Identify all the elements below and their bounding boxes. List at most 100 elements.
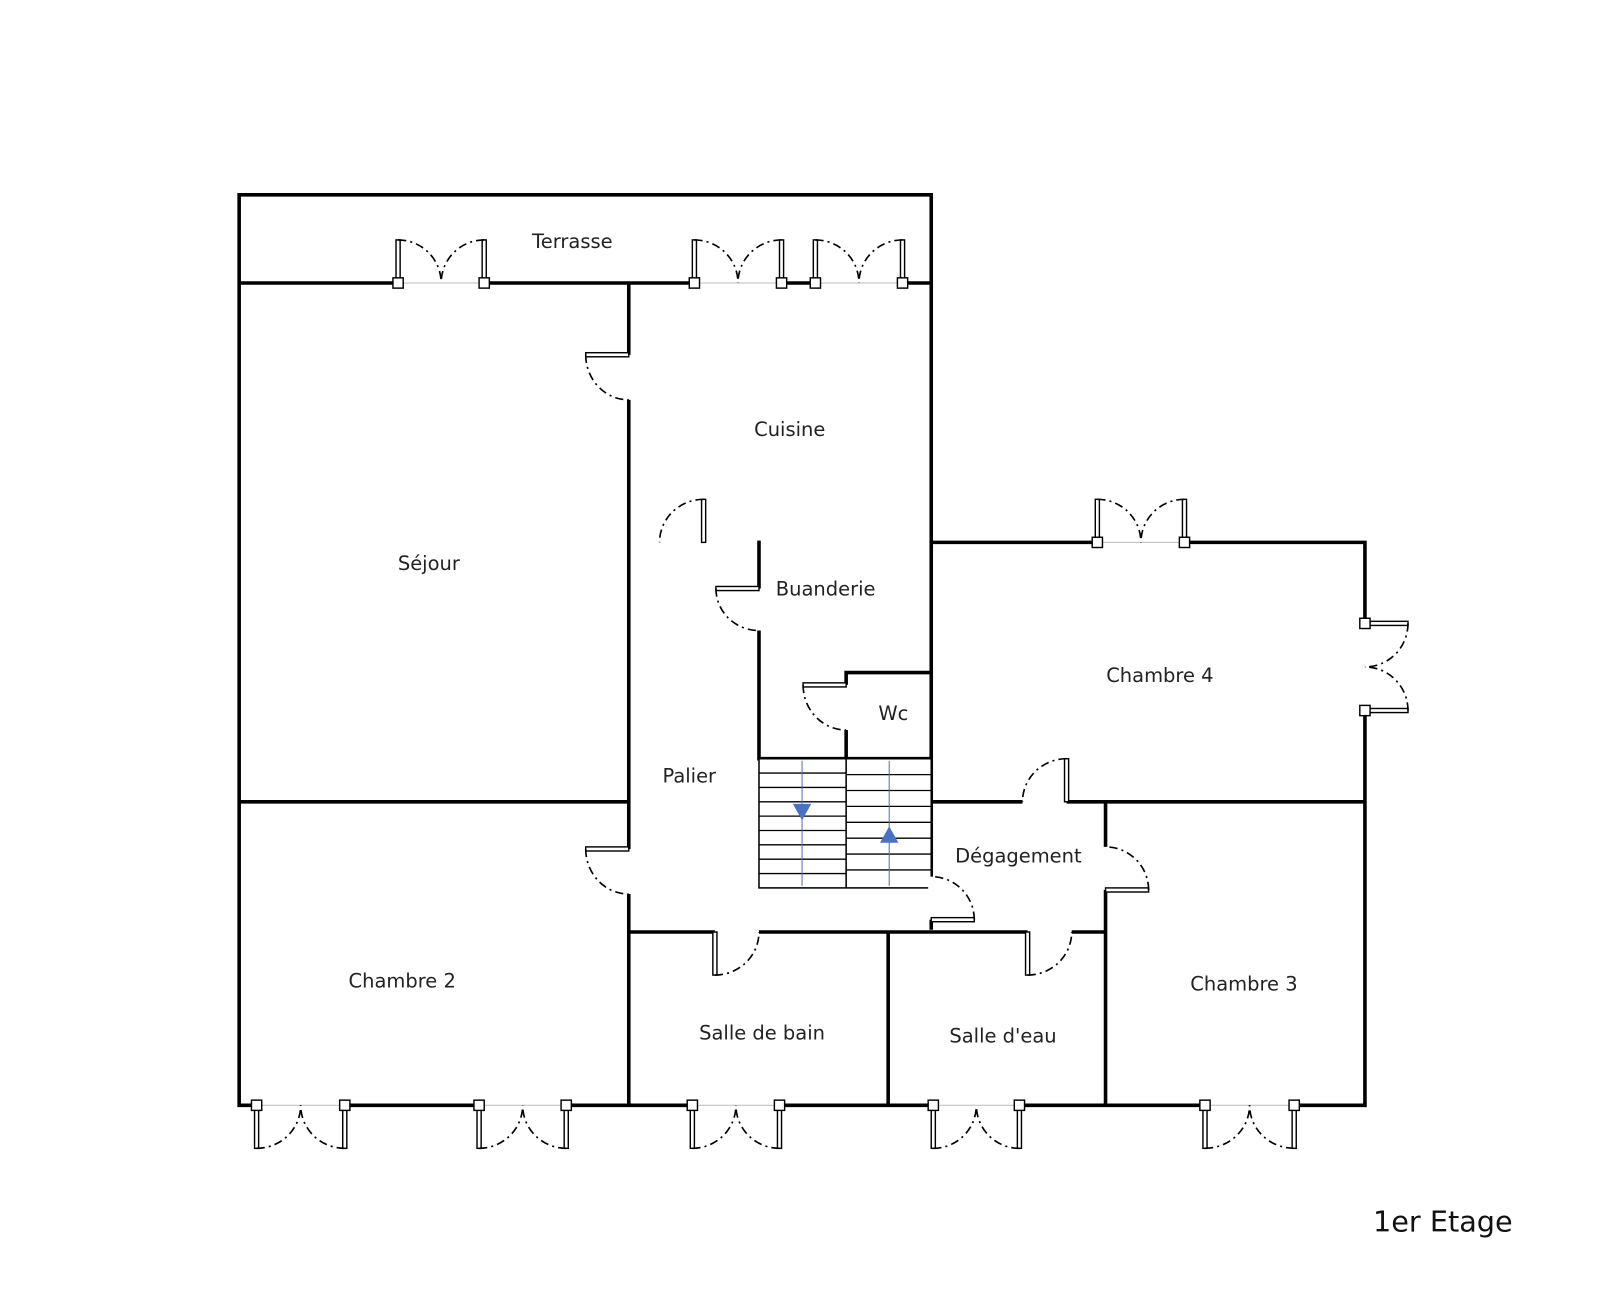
- door-leaf: [930, 916, 976, 923]
- room-labels: Terrasse Cuisine Séjour Buanderie Chambr…: [349, 230, 1298, 1048]
- window-jamb: [809, 277, 822, 289]
- window-swing: [933, 1105, 978, 1150]
- door: [1102, 846, 1150, 893]
- window-swing: [694, 239, 739, 283]
- window-swing: [858, 239, 903, 283]
- window-leaf: [1202, 1104, 1208, 1150]
- window-jamb: [250, 1099, 263, 1112]
- window-leaf: [1016, 1104, 1023, 1150]
- window-swing: [737, 239, 782, 283]
- window-swing: [692, 1105, 737, 1150]
- door-swing: [658, 498, 704, 543]
- room-degagement: Dégagement: [955, 844, 1082, 867]
- window-jamb: [560, 1099, 573, 1112]
- window-leaf: [930, 1104, 937, 1150]
- door: [802, 682, 850, 731]
- window-swing: [1364, 666, 1409, 711]
- window-swing: [1097, 498, 1142, 543]
- window-leaf: [342, 1104, 348, 1150]
- window-jamb: [1359, 704, 1371, 717]
- room-buanderie: Buanderie: [776, 578, 876, 601]
- room-chambre-4: Chambre 4: [1106, 664, 1213, 687]
- door-leaf: [1104, 887, 1150, 893]
- door-leaf: [1063, 758, 1070, 803]
- door-leaf: [700, 498, 707, 544]
- window-leaf: [395, 239, 401, 284]
- room-chambre-2: Chambre 2: [349, 969, 456, 992]
- window-jamb: [1199, 1099, 1211, 1112]
- french-window: [686, 1099, 786, 1150]
- room-sejour: Séjour: [398, 552, 460, 575]
- window-swing: [975, 1105, 1020, 1150]
- window-jamb: [1178, 536, 1191, 549]
- door: [658, 498, 707, 546]
- window-jamb: [773, 1099, 786, 1112]
- window-swing: [1140, 498, 1185, 543]
- walls: [237, 193, 1367, 1108]
- stair-outline: [758, 757, 933, 889]
- window-swing: [735, 1105, 780, 1150]
- window-swing: [256, 1105, 302, 1150]
- door-swing: [715, 588, 759, 632]
- window-swing: [521, 1105, 567, 1150]
- window-leaf: [1364, 707, 1409, 714]
- arrow-down-icon: [792, 803, 812, 821]
- window-swing: [1204, 1105, 1251, 1150]
- french-window: [250, 1099, 351, 1150]
- door: [715, 585, 763, 632]
- window-leaf: [1094, 498, 1101, 544]
- door: [584, 846, 632, 895]
- window-jamb: [688, 277, 701, 289]
- window-leaf: [253, 1104, 260, 1150]
- french-window: [1199, 1099, 1301, 1150]
- door-leaf: [802, 682, 847, 688]
- window-jamb: [775, 277, 788, 289]
- window-jamb: [927, 1099, 940, 1112]
- door-swing: [1105, 846, 1150, 890]
- window-jamb: [478, 277, 491, 289]
- window-leaf: [778, 239, 785, 284]
- window-leaf: [1181, 498, 1188, 544]
- door-swing: [802, 684, 847, 731]
- window-leaf: [812, 239, 819, 284]
- door: [712, 928, 760, 976]
- door: [928, 875, 976, 923]
- window-leaf: [476, 1104, 482, 1150]
- french-window: [809, 239, 909, 289]
- room-palier: Palier: [662, 764, 716, 787]
- window-leaf: [691, 239, 698, 284]
- window-leaf: [689, 1104, 696, 1150]
- window-swing: [479, 1105, 524, 1150]
- door-leaf: [584, 846, 630, 852]
- french-window: [927, 1099, 1026, 1150]
- window-jamb: [473, 1099, 485, 1112]
- french-window: [392, 239, 491, 289]
- window-jamb: [1359, 617, 1371, 630]
- room-wc: Wc: [878, 702, 908, 725]
- window-leaf: [1364, 620, 1409, 627]
- window-jamb: [1288, 1099, 1301, 1112]
- doors-and-windows: [250, 239, 1409, 1150]
- window-jamb: [896, 277, 909, 289]
- french-window: [1359, 617, 1409, 717]
- window-leaf: [899, 239, 906, 284]
- floor-title: 1er Etage: [1373, 1204, 1513, 1238]
- door: [584, 351, 632, 401]
- door-leaf: [584, 351, 630, 358]
- room-terrasse: Terrasse: [531, 230, 612, 253]
- door-swing: [584, 354, 629, 401]
- window-jamb: [686, 1099, 699, 1112]
- window-leaf: [1291, 1104, 1297, 1150]
- window-swing: [440, 239, 485, 283]
- staircase: [758, 757, 933, 889]
- door-swing: [931, 875, 976, 920]
- window-jamb: [392, 277, 404, 289]
- door-swing: [1027, 931, 1073, 976]
- window-jamb: [1091, 536, 1104, 549]
- arrow-up-icon: [879, 826, 899, 843]
- door-leaf: [1024, 931, 1031, 976]
- window-jamb: [1013, 1099, 1026, 1112]
- window-swing: [398, 239, 442, 283]
- door-swing: [1021, 757, 1067, 802]
